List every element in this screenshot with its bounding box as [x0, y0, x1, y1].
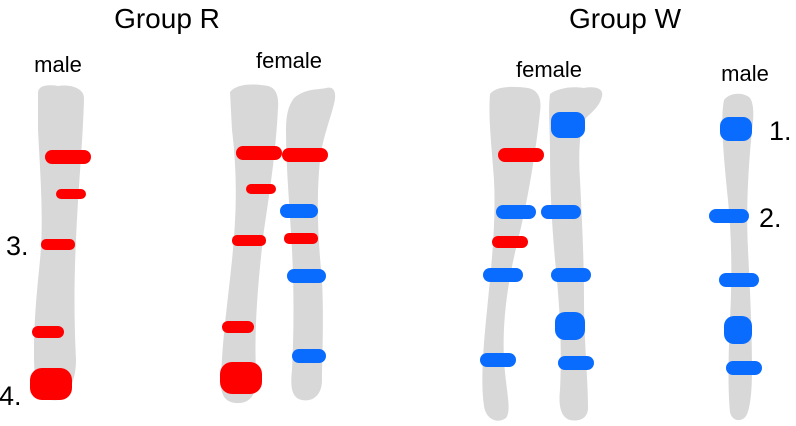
group-w-title: Group W	[569, 3, 682, 34]
w-male-band-2	[709, 209, 749, 223]
r-male-band-3	[41, 239, 75, 250]
marker-3: 3.	[6, 231, 29, 261]
r-female-right-band-1	[282, 148, 328, 162]
group-r-title: Group R	[114, 3, 220, 34]
r-female-left-band-4	[222, 321, 254, 333]
w-male-band-5	[726, 361, 762, 375]
r-female-label: female	[256, 48, 322, 73]
r-female-left-band-3	[232, 235, 266, 246]
marker-1: 1.	[769, 116, 792, 146]
w-male-band-3	[719, 273, 759, 287]
r-male-band-2	[56, 189, 86, 199]
r-male-label: male	[34, 52, 82, 77]
w-female-left-chromosome	[482, 86, 541, 421]
w-female-right-band-5	[558, 356, 594, 370]
r-female-right-band-5	[292, 349, 326, 363]
r-female-left-band-2	[246, 184, 276, 194]
marker-2: 2.	[759, 203, 782, 233]
r-female-right-band-3	[284, 233, 318, 244]
r-female-right-band-2	[280, 204, 318, 218]
w-male-band-4	[724, 316, 752, 344]
r-female-left-band-5	[220, 362, 262, 394]
w-female-right-band-2	[541, 205, 581, 219]
bands-layer	[30, 112, 762, 400]
w-female-left-band-3	[492, 236, 528, 248]
w-male-label: male	[721, 61, 769, 86]
w-female-left-band-4	[483, 268, 523, 282]
w-female-right-band-4	[555, 312, 585, 340]
r-female-right-band-4	[287, 269, 326, 283]
w-female-left-band-5	[480, 353, 516, 367]
w-male-band-1	[720, 117, 752, 141]
w-female-label: female	[516, 57, 582, 82]
r-male-band-5	[30, 368, 72, 400]
w-female-right-band-3	[551, 268, 591, 282]
w-female-left-band-2	[496, 205, 536, 219]
w-female-left-band-1	[498, 148, 544, 162]
marker-4: 4.	[0, 381, 22, 411]
r-male-band-4	[32, 326, 64, 338]
r-female-left-band-1	[236, 146, 282, 160]
r-male-band-1	[45, 150, 91, 164]
w-female-right-band-1	[551, 112, 585, 138]
